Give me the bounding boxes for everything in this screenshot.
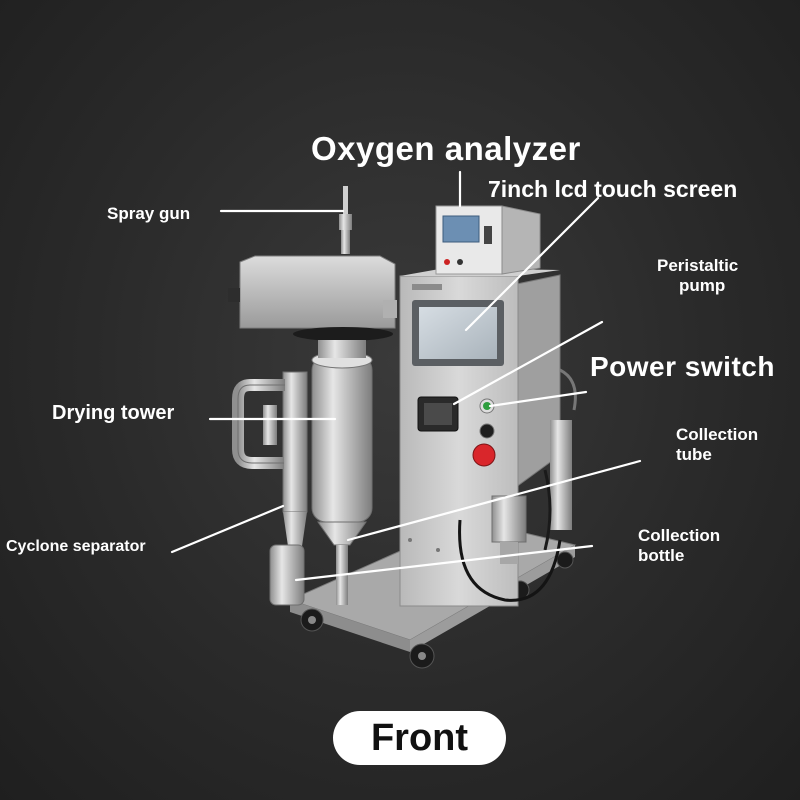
leader-lcd-touch-screen: [464, 196, 600, 332]
label-peristaltic-pump-line1: Peristaltic: [657, 256, 739, 275]
label-spray-gun: Spray gun: [107, 204, 191, 223]
leader-power-switch: [488, 390, 588, 408]
leader-peristaltic-pump: [452, 320, 604, 406]
label-peristaltic-pump: Peristaltic pump: [657, 256, 738, 295]
label-collection-tube-line1: Collection: [676, 425, 759, 444]
label-collection-bottle: Collection bottle: [638, 526, 720, 565]
drying-tower-vessel: [311, 340, 373, 605]
oxygen-analyzer-unit: [435, 205, 541, 275]
leader-collection-bottle: [294, 544, 594, 582]
label-power-switch: Power switch: [590, 351, 775, 382]
leader-lines: [170, 170, 642, 582]
view-badge: Front: [333, 711, 506, 765]
label-oxygen-analyzer: Oxygen analyzer: [311, 130, 581, 167]
heater-head: [228, 255, 397, 341]
label-collection-bottle-line2: bottle: [638, 545, 685, 565]
view-badge-label: Front: [370, 716, 469, 759]
leader-collection-tube: [346, 459, 642, 542]
main-cabinet: [399, 268, 560, 607]
label-collection-tube: Collection tube: [676, 425, 758, 464]
label-peristaltic-pump-line2: pump: [679, 275, 726, 295]
collection-assembly: [458, 469, 562, 602]
label-collection-bottle-line1: Collection: [638, 526, 721, 545]
leader-cyclone-separator: [170, 504, 285, 554]
label-collection-tube-line2: tube: [676, 444, 712, 464]
label-lcd-touch-screen: 7inch lcd touch screen: [488, 176, 738, 202]
cyclone-separator-vessel: [232, 371, 308, 606]
spray-gun-nozzle: [339, 186, 352, 254]
label-drying-tower: Drying tower: [52, 402, 175, 424]
label-cyclone-separator: Cyclone separator: [6, 538, 146, 555]
